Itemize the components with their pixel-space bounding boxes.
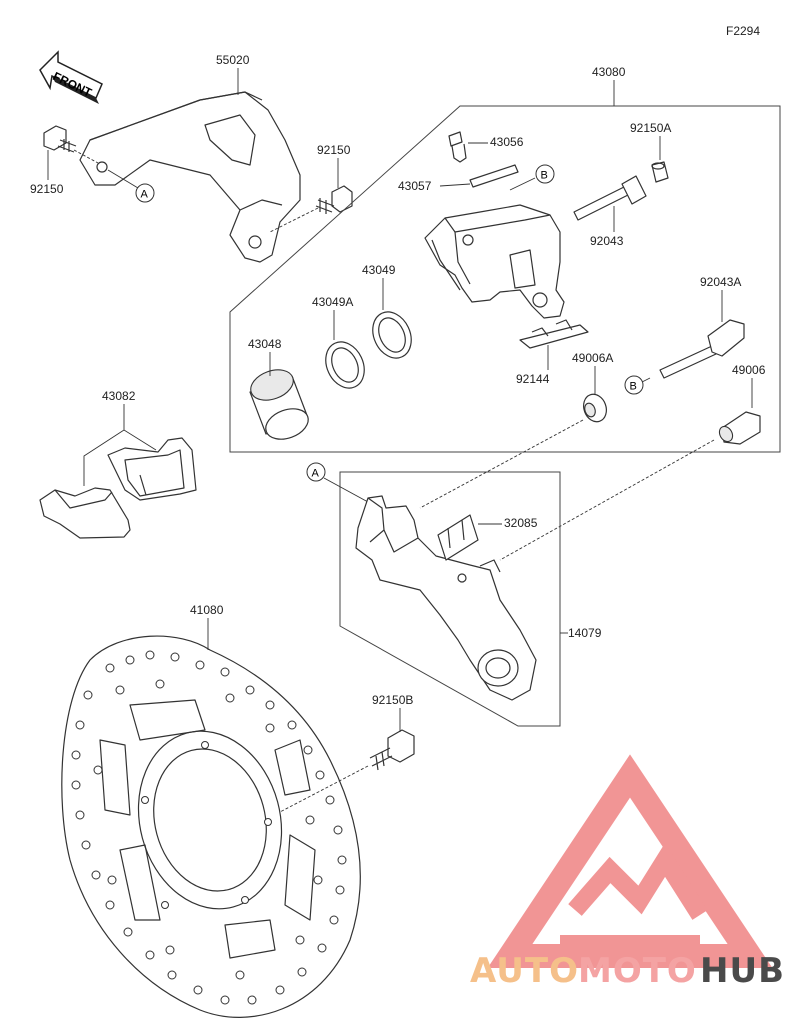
part-label-41080: 41080 <box>190 603 224 617</box>
automotohub-logo <box>487 754 773 968</box>
brake-pads-43082 <box>39 437 197 539</box>
part-label-49006: 49006 <box>732 363 766 377</box>
part-label-43080: 43080 <box>592 65 626 79</box>
pad-spring-92144 <box>519 319 589 349</box>
part-label-92150-mid: 92150 <box>317 143 351 157</box>
bolt-92150B <box>369 729 415 771</box>
callout-b-top: B <box>535 164 555 184</box>
bleeder-valve-43056 <box>448 131 467 163</box>
part-label-92043A: 92043A <box>700 275 741 289</box>
part-label-43048: 43048 <box>248 337 282 351</box>
slide-pin-92043 <box>573 175 647 221</box>
svg-text:HUB: HUB <box>700 951 785 991</box>
cap-92150A <box>651 161 669 183</box>
part-label-43056: 43056 <box>490 135 524 149</box>
automotohub-wordmark: AUTO MOTO HUB <box>470 951 785 991</box>
callout-a-guard: A <box>107 169 155 203</box>
svg-text:A: A <box>141 189 149 201</box>
caliper-guard-55020 <box>79 91 301 263</box>
part-label-92150B: 92150B <box>372 693 413 707</box>
part-label-55020: 55020 <box>216 53 250 67</box>
part-label-92144: 92144 <box>516 372 550 386</box>
part-label-92150A: 92150A <box>630 121 671 135</box>
assembly-line-2 <box>499 439 715 561</box>
piston-seal-43049 <box>372 311 412 359</box>
bolt-92150-left <box>43 125 77 153</box>
front-arrow-icon: FRONT <box>39 50 103 104</box>
part-label-92150-left: 92150 <box>30 182 64 196</box>
part-label-43057: 43057 <box>398 179 432 193</box>
bolt-92150-mid <box>315 185 353 214</box>
boot-49006A <box>583 393 607 423</box>
part-label-49006A: 49006A <box>572 351 613 365</box>
part-label-43049: 43049 <box>362 263 396 277</box>
caliper-body <box>424 204 565 319</box>
caliper-assy-box <box>229 105 781 453</box>
part-label-14079: 14079 <box>568 626 602 640</box>
svg-text:B: B <box>541 170 548 182</box>
svg-text:B: B <box>630 381 637 393</box>
pad-clip-32085 <box>437 514 479 561</box>
callout-b-right: B <box>624 375 644 395</box>
pad-spring-43057 <box>469 164 519 188</box>
assembly-line-1 <box>419 419 584 509</box>
part-label-43082: 43082 <box>102 389 136 403</box>
brake-disc-41080 <box>61 635 362 1018</box>
part-label-92043: 92043 <box>590 234 624 248</box>
dust-seal-43049A <box>325 341 365 389</box>
slide-pin-92043A <box>659 319 745 379</box>
svg-text:A: A <box>312 468 320 480</box>
caliper-holder-14079 <box>355 495 537 701</box>
holder-assy-box <box>339 471 561 727</box>
boot-49006 <box>718 411 761 445</box>
figure-code: F2294 <box>726 24 760 38</box>
svg-text:AUTO: AUTO <box>470 951 579 991</box>
svg-text:MOTO: MOTO <box>578 951 697 991</box>
part-label-32085: 32085 <box>504 516 538 530</box>
callout-a-holder: A <box>306 462 369 503</box>
part-label-43049A: 43049A <box>312 295 353 309</box>
piston-43048 <box>249 369 309 440</box>
